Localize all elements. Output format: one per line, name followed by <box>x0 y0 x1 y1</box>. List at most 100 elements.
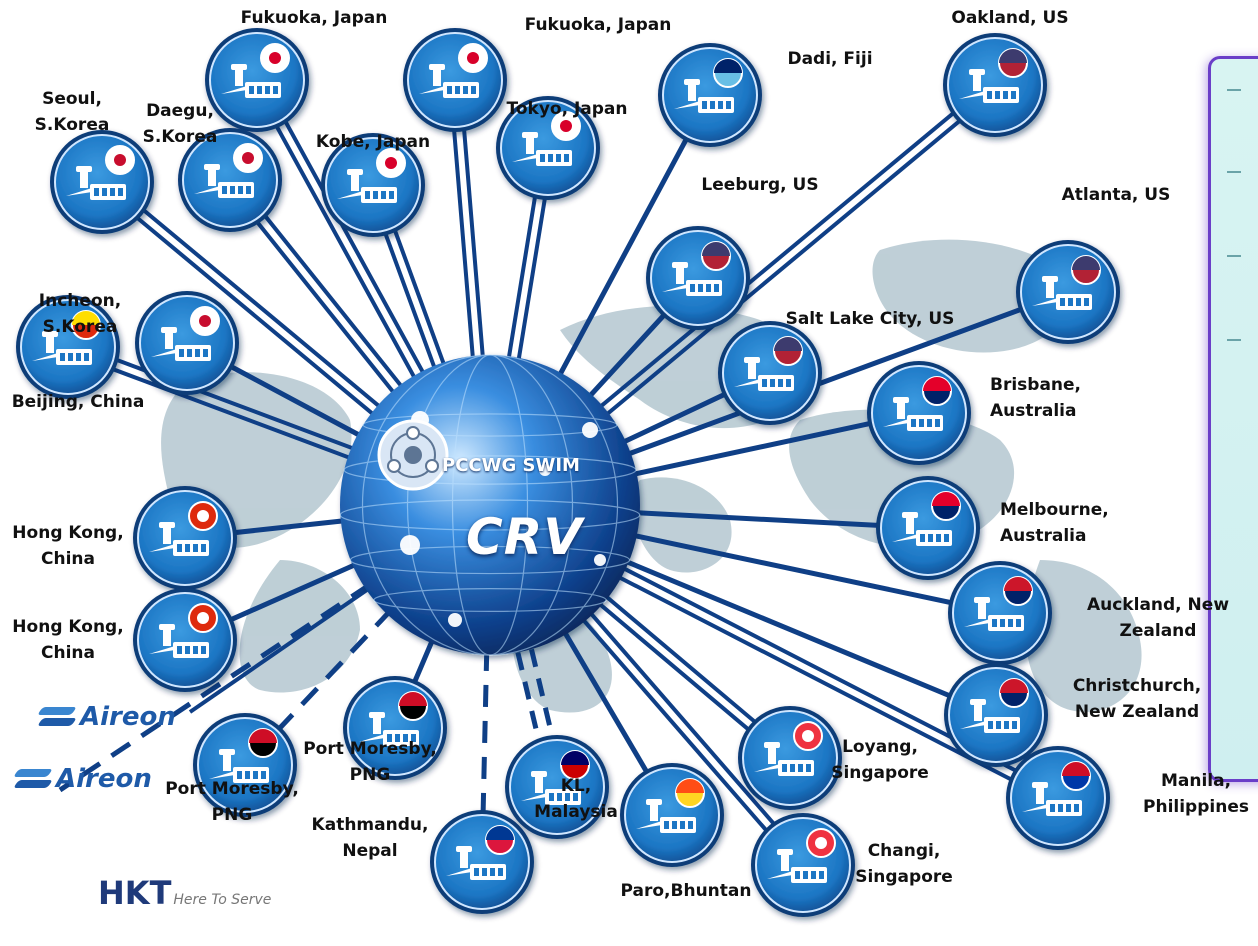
airport-node-dadi <box>658 43 762 147</box>
glow-point <box>400 535 420 555</box>
airport-node-portmoresby-2 <box>343 676 447 780</box>
label-brisbane: Brisbane,Australia <box>990 375 1082 422</box>
flag-icon-fiji <box>713 58 743 88</box>
airport-tower-icon <box>754 742 814 776</box>
airport-node-atlanta <box>1016 240 1120 344</box>
flag-icon-hongkong <box>188 501 218 531</box>
airport-node-leeburg <box>646 226 750 330</box>
aireon-logo: Aireon <box>40 702 176 732</box>
label-saltlake: Salt Lake City, US <box>785 309 955 329</box>
airport-tower-icon <box>960 699 1020 733</box>
airport-node-fukuoka-2 <box>403 28 507 132</box>
glow-point <box>448 613 462 627</box>
airport-node-loyang <box>738 706 842 810</box>
flag-icon-japan <box>376 148 406 178</box>
flag-icon-australia <box>931 491 961 521</box>
airport-tower-icon <box>66 166 126 200</box>
flag-icon-singapore <box>806 828 836 858</box>
aireon-mark-icon <box>40 705 74 729</box>
airport-tower-icon <box>959 69 1019 103</box>
airport-tower-icon <box>662 262 722 296</box>
airport-tower-icon <box>151 327 211 361</box>
network-hub-icon <box>377 419 449 491</box>
airport-tower-icon <box>892 512 952 546</box>
panel-tick <box>1227 339 1241 341</box>
label-portmoresby-1: Port Moresby,PNG <box>165 779 299 826</box>
airport-node-brisbane <box>867 361 971 465</box>
airport-tower-icon <box>221 64 281 98</box>
airport-node-beijing <box>16 295 120 399</box>
airport-tower-icon <box>1022 782 1082 816</box>
airport-node-kl <box>505 735 609 839</box>
airport-tower-icon <box>767 849 827 883</box>
continent-shape <box>239 560 360 693</box>
airport-node-auckland <box>948 561 1052 665</box>
flag-icon-korea <box>190 306 220 336</box>
flag-icon-png <box>248 728 278 758</box>
label-kobe: Kobe, Japan <box>315 132 431 152</box>
panel-tick <box>1227 89 1241 91</box>
panel-tick <box>1227 255 1241 257</box>
glow-point <box>539 464 551 476</box>
flag-icon-korea <box>233 143 263 173</box>
airport-tower-icon <box>446 846 506 880</box>
airport-tower-icon <box>512 132 572 166</box>
label-beijing: Beijing, China <box>11 392 145 412</box>
label-paro: Paro,Bhuntan <box>620 881 752 901</box>
glow-point <box>582 422 598 438</box>
airport-tower-icon <box>149 522 209 556</box>
airport-tower-icon <box>964 597 1024 631</box>
label-seoul: Seoul,S.Korea <box>34 89 110 136</box>
airport-node-tokyo <box>496 96 600 200</box>
label-portmoresby-2: Port Moresby,PNG <box>303 739 437 786</box>
airport-node-oakland <box>943 33 1047 137</box>
airport-node-saltlake <box>718 321 822 425</box>
airport-tower-icon <box>521 771 581 805</box>
flag-icon-philippines <box>1061 761 1091 791</box>
flag-icon-australia <box>922 376 952 406</box>
flag-icon-us <box>1071 255 1101 285</box>
airport-tower-icon <box>883 397 943 431</box>
flag-icon-singapore <box>793 721 823 751</box>
side-panel-edge <box>1208 56 1258 782</box>
label-changi: Changi,Singapore <box>855 841 953 888</box>
flag-icon-us <box>998 48 1028 78</box>
airport-node-manila <box>1006 746 1110 850</box>
crv-globe <box>339 354 641 656</box>
label-fukuoka-1: Fukuoka, Japan <box>240 8 388 28</box>
flag-icon-hongkong <box>188 603 218 633</box>
airport-node-christchurch <box>944 663 1048 767</box>
flag-icon-nz <box>999 678 1029 708</box>
airport-tower-icon <box>194 164 254 198</box>
flag-icon-us <box>701 241 731 271</box>
label-loyang: Loyang,Singapore <box>831 737 929 784</box>
flag-icon-malaysia <box>560 750 590 780</box>
airport-node-kathmandu <box>430 810 534 914</box>
label-incheon: Incheon,S.Korea <box>38 291 122 338</box>
airport-tower-icon <box>359 712 419 746</box>
link-kathmandu <box>479 504 493 863</box>
aireon-mark-icon <box>16 767 50 791</box>
flag-icon-bhutan <box>675 778 705 808</box>
flag-icon-nz <box>1003 576 1033 606</box>
aireon-logo: Aireon <box>16 764 152 794</box>
airport-node-portmoresby-1 <box>193 713 297 817</box>
label-fukuoka-2: Fukuoka, Japan <box>524 15 672 35</box>
label-hongkong-1: Hong Kong,China <box>12 523 124 570</box>
label-hongkong-2: Hong Kong,China <box>12 617 124 664</box>
airport-nodes <box>16 28 1120 917</box>
flag-icon-nepal <box>485 825 515 855</box>
flag-icon-korea <box>105 145 135 175</box>
airport-node-melbourne <box>876 476 980 580</box>
label-oakland: Oakland, US <box>951 8 1069 28</box>
flag-icon-japan <box>260 43 290 73</box>
label-kathmandu: Kathmandu,Nepal <box>311 815 429 862</box>
airport-tower-icon <box>636 799 696 833</box>
continent-shape <box>1025 560 1142 712</box>
flag-icon-us <box>773 336 803 366</box>
airport-node-kobe <box>321 133 425 237</box>
continent-shape <box>631 477 732 573</box>
airport-node-seoul <box>50 130 154 234</box>
